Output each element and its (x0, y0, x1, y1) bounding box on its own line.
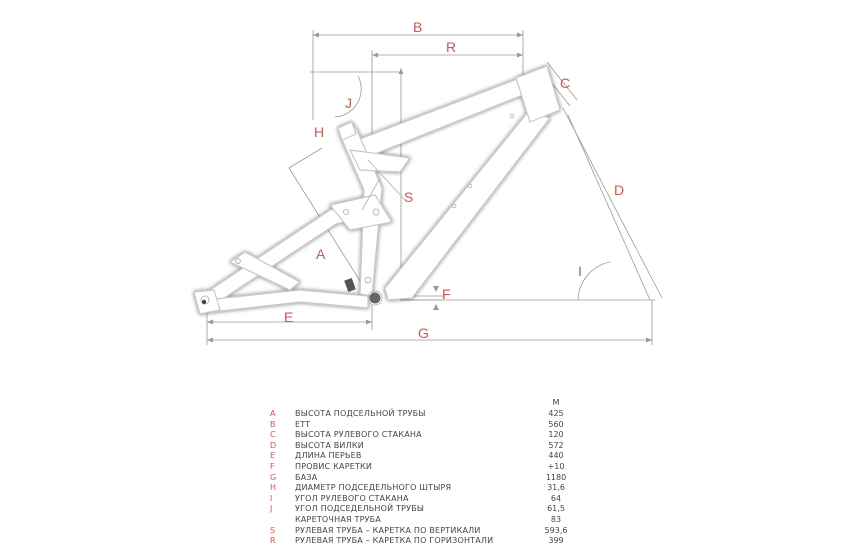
label-b: B (413, 19, 422, 35)
label-a: A (316, 246, 326, 262)
row-letter: B (270, 419, 276, 429)
row-description: УГОЛ ПОДСЕДЕЛЬНОЙ ТРУБЫ (295, 504, 425, 514)
row-value: 572 (548, 440, 564, 450)
bike-frame (193, 65, 561, 315)
table-row: G БАЗА 1180 (262, 473, 592, 484)
row-description: ВЫСОТА ВИЛКИ (295, 440, 364, 450)
label-d: D (614, 182, 624, 198)
row-letter: E (270, 451, 276, 461)
size-header: M (552, 398, 560, 407)
table-row: S РУЛЕВАЯ ТРУБА – КАРЕТКА ПО ВЕРТИКАЛИ 593… (262, 526, 592, 537)
row-value: 399 (548, 536, 564, 546)
row-letter: H (270, 483, 277, 493)
row-value: 31,6 (547, 483, 565, 493)
row-letter: S (270, 525, 276, 535)
table-header: M (262, 398, 592, 408)
shock-mount (329, 194, 393, 231)
table-row: C ВЫСОТА РУЛЕВОГО СТАКАНА 120 (262, 430, 592, 441)
row-description: РУЛЕВАЯ ТРУБА – КАРЕТКА ПО ВЕРТИКАЛИ (295, 525, 481, 535)
row-letter: F (270, 462, 275, 471)
row-value: 425 (548, 409, 564, 418)
row-value: 440 (548, 451, 564, 461)
frame-details (200, 113, 515, 306)
seat-collar (337, 121, 357, 141)
label-e: E (284, 309, 293, 325)
row-letter: J (270, 504, 273, 514)
label-r: R (446, 39, 456, 55)
label-g: G (418, 325, 429, 341)
row-letter: G (270, 472, 277, 482)
row-description: ВЫСОТА ПОДСЕЛЬНОЙ ТРУБЫ (295, 409, 426, 418)
table-row: H ДИАМЕТР ПОДСЕДЕЛЬНОГО ШТЫРЯ 31,6 (262, 483, 592, 494)
table-row: B ETT 560 (262, 420, 592, 431)
row-description: ДИАМЕТР ПОДСЕДЕЛЬНОГО ШТЫРЯ (295, 483, 452, 493)
row-description: ПРОВИС КАРЕТКИ (295, 462, 373, 471)
row-value: 120 (548, 430, 564, 440)
label-f: F (442, 286, 451, 302)
row-description: БАЗА (295, 472, 318, 482)
down-tube (384, 111, 551, 301)
table-row: D ВЫСОТА ВИЛКИ 572 (262, 441, 592, 452)
row-value: 1180 (545, 472, 567, 482)
chain-stay-brace (229, 251, 301, 291)
label-j: J (345, 95, 352, 111)
label-s: S (404, 189, 413, 205)
row-value: 593,6 (544, 525, 568, 535)
label-c: C (560, 75, 570, 91)
row-description: ВЫСОТА РУЛЕВОГО СТАКАНА (295, 430, 422, 440)
table-row: A ВЫСОТА ПОДСЕЛЬНОЙ ТРУБЫ 425 (262, 409, 592, 420)
arrow-heads (207, 32, 652, 343)
row-letter: R (270, 536, 276, 546)
table-row: I УГОЛ РУЛЕВОГО СТАКАНА 64 (262, 494, 592, 505)
dimension-labels: B R C J H D S A I F E G (284, 19, 624, 341)
row-value: 83 (550, 515, 562, 524)
row-letter: D (270, 440, 277, 450)
row-value: +10 (547, 462, 565, 471)
row-letter: I (270, 493, 273, 503)
row-description: РУЛЕВАЯ ТРУБА – КАРЕТКА ПО ГОРИЗОНТАЛИ (295, 536, 494, 546)
row-description: КАРЕТОЧНАЯ ТРУБА (295, 515, 382, 524)
row-letter: C (270, 430, 276, 440)
row-letter: A (270, 409, 276, 418)
table-row: R РУЛЕВАЯ ТРУБА – КАРЕТКА ПО ГОРИЗОНТАЛИ 3… (262, 536, 592, 547)
dropout (193, 289, 221, 315)
table-row: J УГОЛ ПОДСЕДЕЛЬНОЙ ТРУБЫ 61,5 (262, 504, 592, 515)
head-tube (515, 65, 561, 123)
table-row: F ПРОВИС КАРЕТКИ +10 (262, 462, 592, 473)
label-i: I (578, 263, 582, 279)
row-description: УГОЛ РУЛЕВОГО СТАКАНА (295, 493, 409, 503)
row-description: ДЛИНА ПЕРЬЕВ (295, 451, 362, 461)
label-h: H (314, 124, 324, 140)
row-value: 61,5 (547, 504, 565, 514)
row-value: 560 (548, 419, 564, 429)
bottom-bracket (201, 277, 381, 305)
rocker-link (349, 149, 411, 173)
table-row: E ДЛИНА ПЕРЬЕВ 440 (262, 451, 592, 462)
row-value: 64 (550, 493, 562, 503)
table-row: КАРЕТОЧНАЯ ТРУБА 83 (262, 515, 592, 526)
row-description: ETT (295, 419, 311, 429)
